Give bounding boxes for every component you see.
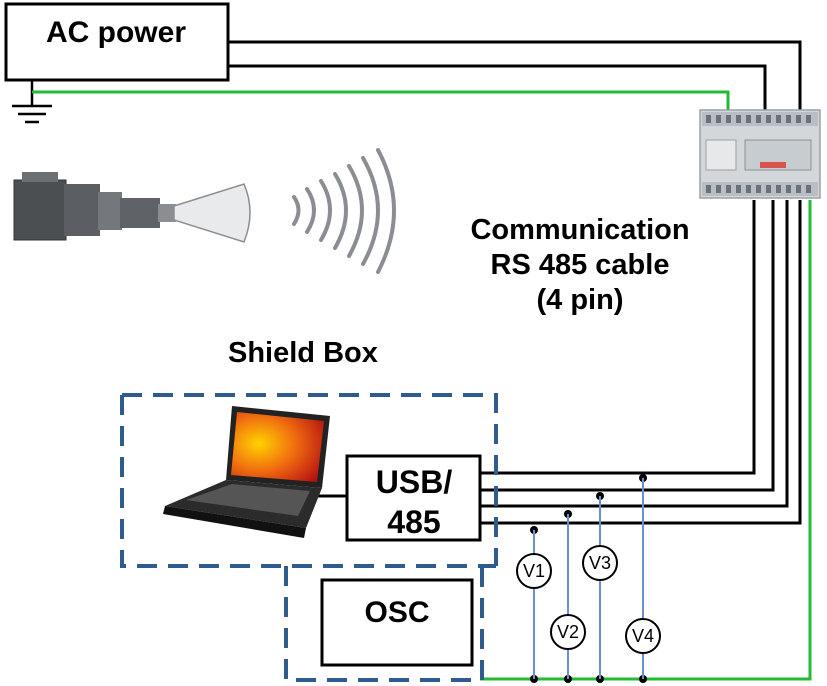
ac-power-box	[4, 2, 230, 82]
laptop-icon	[163, 406, 330, 538]
usb-485-label: USB/ 485	[349, 462, 479, 542]
comm-line-2: RS 485 cable	[490, 249, 670, 281]
osc-label: OSC	[364, 596, 430, 629]
ground-symbol-icon	[12, 80, 52, 124]
rs485-cables	[480, 200, 802, 525]
radio-waves-icon	[292, 148, 396, 274]
osc-box	[320, 578, 474, 667]
comm-line-1: Communication	[470, 214, 690, 246]
probe-wires	[533, 478, 644, 679]
voltmeter-v4-label: V4	[631, 626, 655, 646]
ac-power-wires	[228, 40, 802, 112]
antenna-horn-icon	[13, 172, 251, 243]
voltmeter-circles	[516, 545, 661, 654]
ac-power-label: AC power	[45, 16, 186, 49]
shield-box-label: Shield Box	[228, 337, 378, 369]
usb-line-2: 485	[387, 504, 441, 540]
voltmeter-v1-label: V1	[522, 561, 546, 581]
ground-wire	[32, 90, 730, 112]
usb-line-1: USB/	[375, 464, 453, 500]
plc-controller-icon	[699, 109, 821, 199]
shield-box-outline	[120, 393, 498, 682]
comm-line-3: (4 pin)	[536, 284, 624, 316]
voltmeter-v3-label: V3	[588, 553, 612, 573]
ground-return-wire	[480, 200, 812, 681]
communication-label: Communication RS 485 cable (4 pin)	[440, 213, 720, 318]
voltmeter-v2-label: V2	[556, 622, 580, 642]
usb-485-box	[345, 454, 482, 542]
